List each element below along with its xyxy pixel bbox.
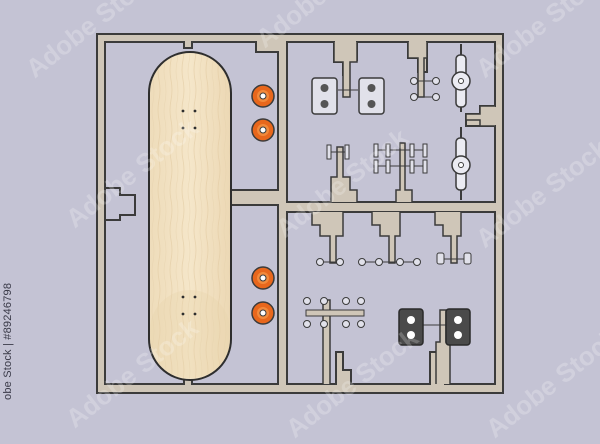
wheel-icon <box>251 84 275 108</box>
model-kit-illustration <box>96 33 504 394</box>
skateboard-deck <box>148 51 232 381</box>
truck-holes-back <box>181 295 197 316</box>
wheel-icon <box>251 266 275 290</box>
bolts <box>326 143 428 174</box>
stock-id-label: obe Stock | #89246798 <box>2 282 14 400</box>
truck-holes-front <box>181 109 197 130</box>
riser-pads-light <box>311 77 385 115</box>
wheels <box>251 84 275 325</box>
trucks <box>451 44 471 200</box>
riser-pads-dark <box>398 308 471 346</box>
nuts-row <box>316 252 472 266</box>
wheel-icon <box>251 301 275 325</box>
nuts-top <box>410 77 440 101</box>
nuts-cross <box>303 297 365 328</box>
wheel-icon <box>251 118 275 142</box>
